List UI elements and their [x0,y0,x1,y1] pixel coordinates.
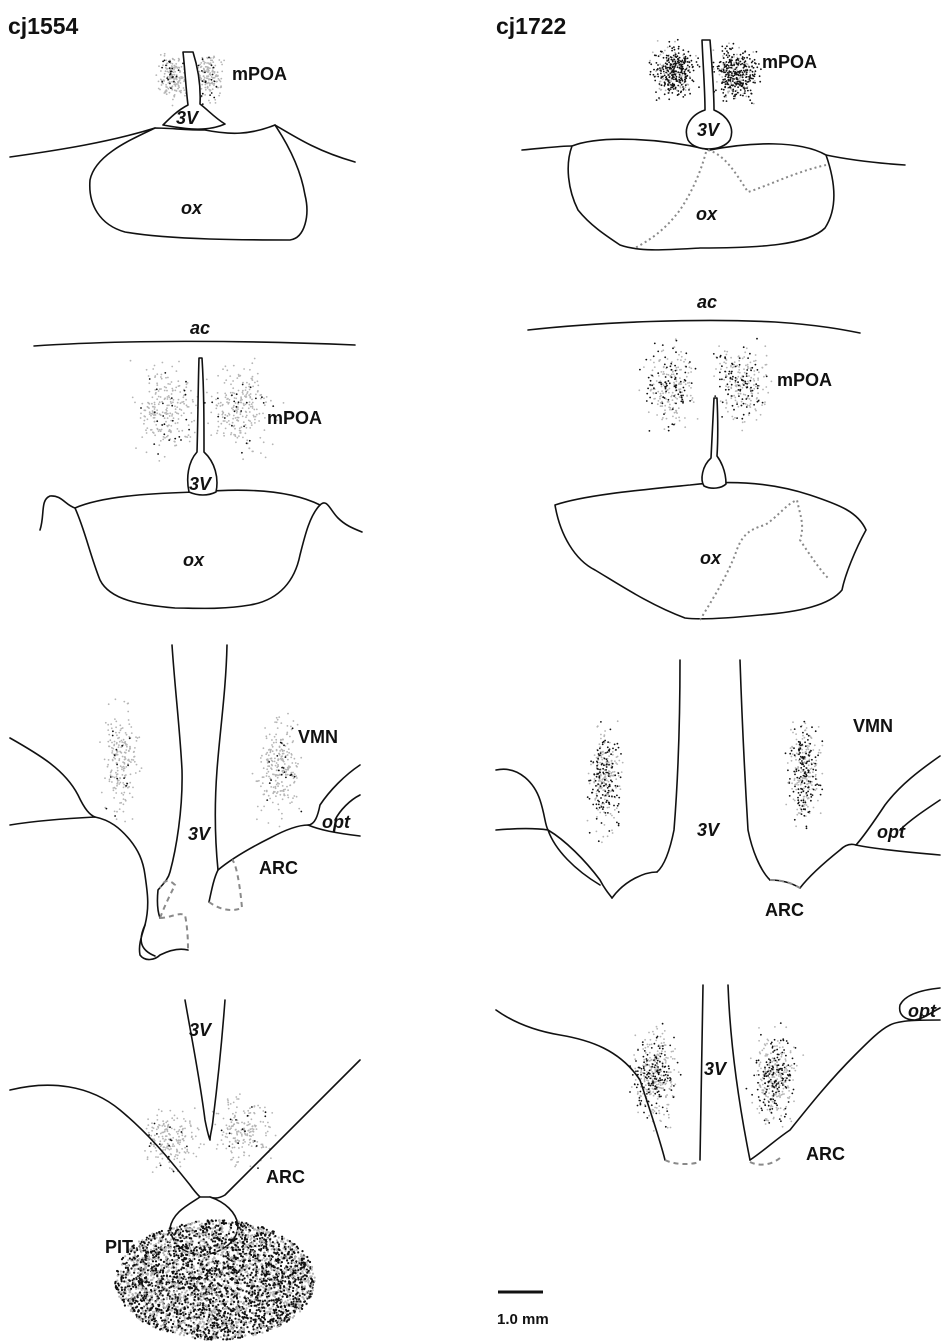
label-vmn: VMN [853,716,893,736]
label-arc: ARC [806,1144,845,1164]
case-title-left: cj1554 [8,13,79,39]
label-ox: ox [181,198,203,218]
label-arc: ARC [259,858,298,878]
label-3v: 3V [189,474,213,494]
label-ox: ox [183,550,205,570]
label-3v: 3V [697,820,721,840]
panel-right-2: ac mPOA ox [528,292,866,620]
label-arc: ARC [266,1167,305,1187]
arc-boundary [665,1158,780,1165]
label-mpoa: mPOA [777,370,832,390]
label-vmn: VMN [298,727,338,747]
third-ventricle-outline [702,398,726,488]
cell-dots [638,338,772,432]
pituitary-stalk-outline [139,925,188,960]
arc-boundary [160,860,242,950]
optic-chiasm-outline [90,125,307,240]
panel-left-4: 3V ARC PIT [10,1000,360,1341]
label-opt: opt [908,1001,937,1021]
case-title-right: cj1722 [496,13,566,39]
label-3v: 3V [188,824,212,844]
cell-dots [99,698,302,827]
label-3v: 3V [704,1059,728,1079]
label-ac: ac [190,318,210,338]
label-mpoa: mPOA [762,52,817,72]
anterior-commissure-line [528,320,860,333]
brain-outline [209,645,227,902]
label-3v: 3V [176,108,200,128]
brain-outline [10,738,95,817]
brain-outline [496,769,548,830]
label-mpoa: mPOA [267,408,322,428]
label-opt: opt [877,822,906,842]
label-mpoa: mPOA [232,64,287,84]
cell-dots [130,358,285,462]
label-ox: ox [696,204,718,224]
label-arc: ARC [765,900,804,920]
panel-right-1: mPOA 3V ox [522,39,905,250]
label-opt: opt [322,812,351,832]
panel-left-1: mPOA 3V ox [10,52,355,240]
panel-right-4: 3V ARC opt [496,985,940,1165]
anterior-commissure-line [34,341,355,346]
label-ac: ac [697,292,717,312]
pituitary-cells [114,1219,316,1340]
brain-outline [157,645,182,918]
brain-outline [10,817,155,956]
panel-left-3: VMN opt 3V ARC [10,645,360,960]
optic-chiasm-outline [568,139,834,250]
label-pit: PIT [105,1237,133,1257]
brain-outline [657,660,680,872]
panel-left-2: ac mPOA 3V ox [34,318,362,608]
brain-outline [496,1010,665,1160]
brain-outline [740,660,770,880]
brain-outline [496,829,612,899]
label-ox: ox [700,548,722,568]
label-3v: 3V [189,1020,213,1040]
label-3v: 3V [697,120,721,140]
scale-bar-label: 1.0 mm [497,1311,549,1328]
panel-right-3: VMN opt 3V ARC [496,660,940,920]
brain-outline [612,844,940,898]
